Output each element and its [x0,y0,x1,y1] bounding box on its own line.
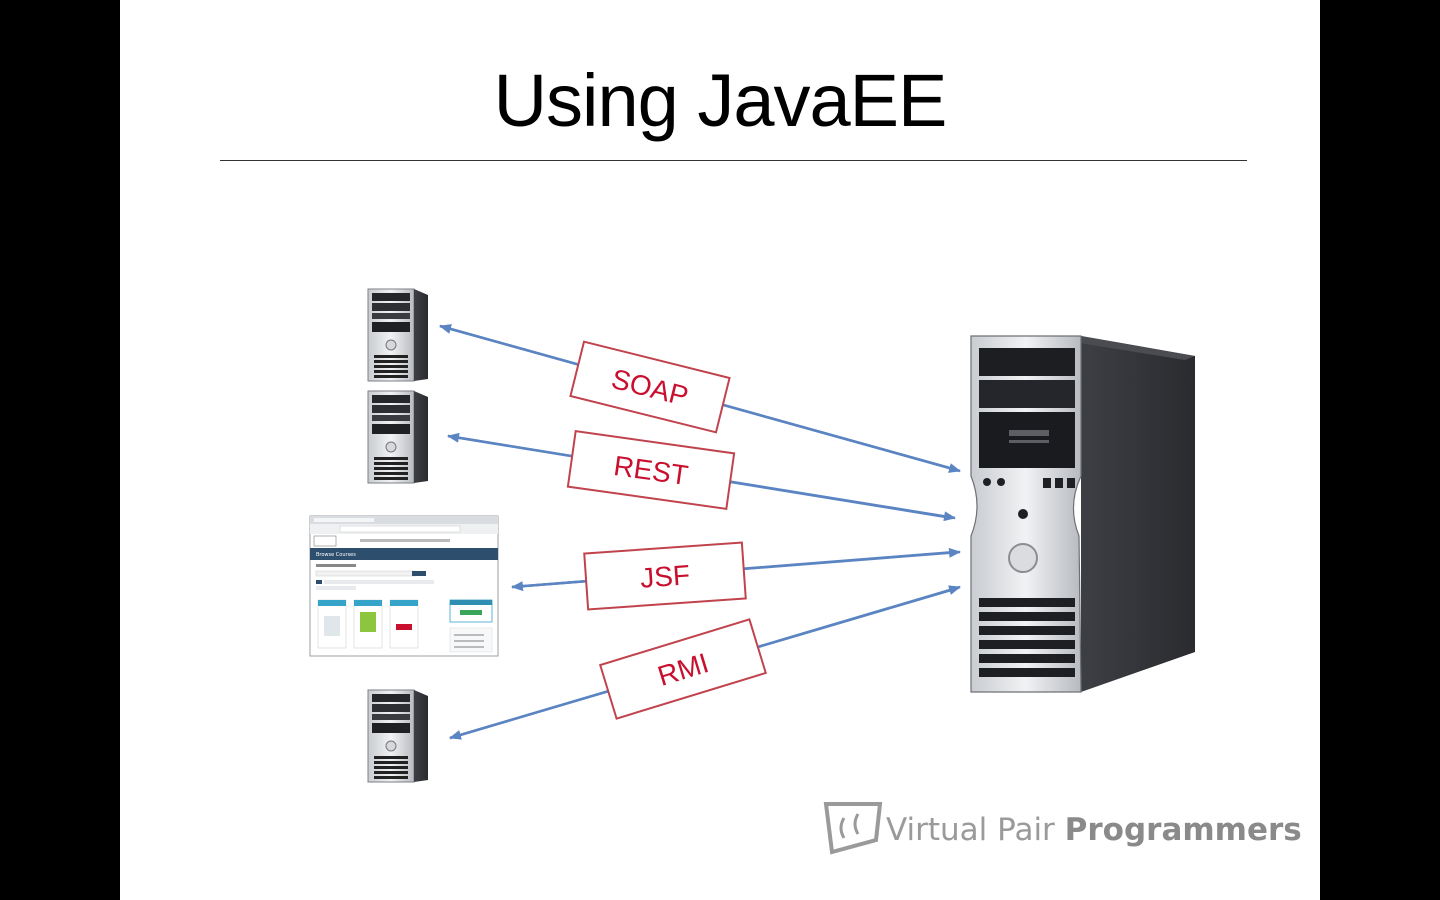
browser-window-icon: Browse Courses [309,515,499,657]
virtual-pair-programmers-logo: Virtual Pair Programmers [823,802,1302,855]
browser-header-text: Browse Courses [316,552,356,558]
label-rest: REST [566,430,736,510]
slide-title: Using JavaEE [493,59,948,142]
client-server-icon-2 [367,390,429,484]
client-server-icon-3 [367,689,429,783]
label-jsf-text: JSF [639,559,691,593]
label-rmi: RMI [598,618,768,720]
label-jsf: JSF [583,541,747,611]
server-tower-icon [970,335,1195,693]
slide: Using JavaEE [120,0,1320,900]
logo-text-light: Virtual Pair [886,812,1065,848]
client-server-icon-1 [367,288,429,382]
architecture-diagram: SOAP REST JSF RMI Browse Courses [309,288,1302,855]
label-soap: SOAP [569,340,731,434]
svg-text:Virtual Pair Programmers: Virtual Pair Programmers [886,812,1302,848]
title-divider [220,160,1247,161]
logo-text-bold: Programmers [1065,812,1302,848]
